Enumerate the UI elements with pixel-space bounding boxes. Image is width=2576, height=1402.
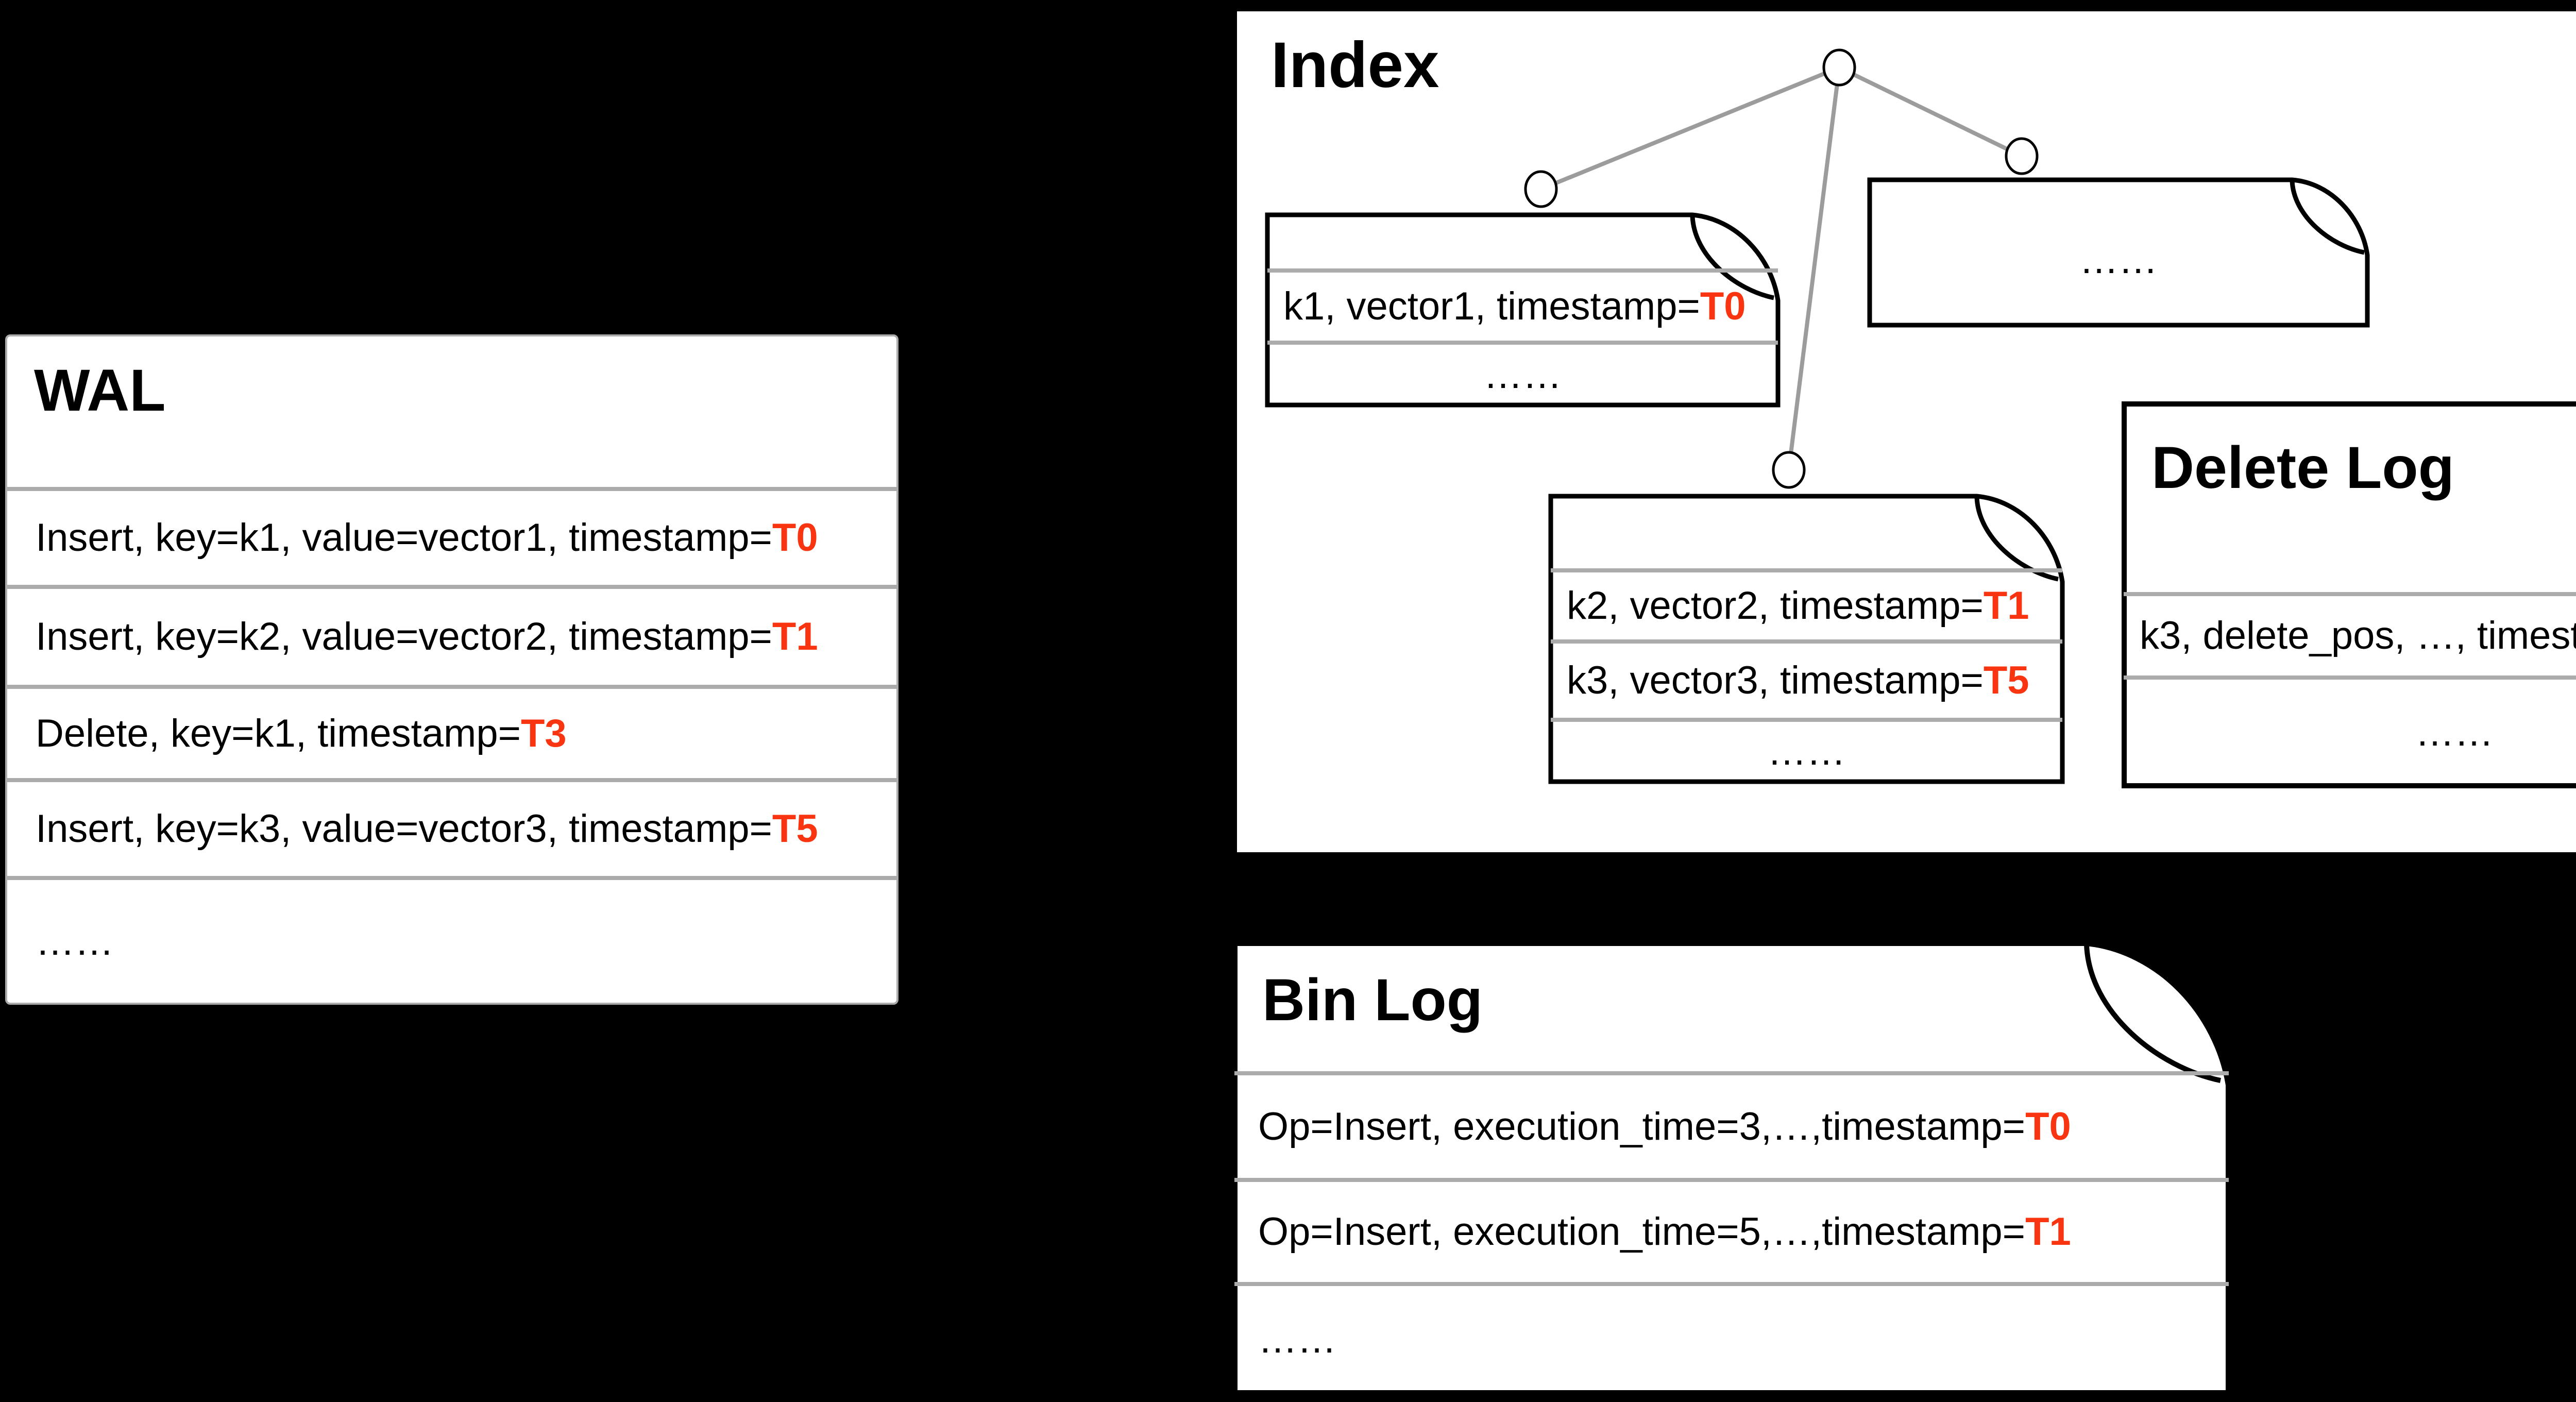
row-divider [7, 876, 896, 880]
timestamp-value: T0 [1700, 284, 1746, 328]
index-row: k1, vector1, timestamp=T0 [1265, 273, 1780, 341]
wal-row: Insert, key=k3, value=vector3, timestamp… [7, 782, 896, 876]
ellipsis-text: …… [2415, 710, 2494, 754]
log-entry-text: k2, vector2, timestamp= [1567, 584, 1984, 628]
log-entry-text: k3, vector3, timestamp= [1567, 658, 1984, 702]
row-divider [7, 585, 896, 589]
timestamp-value: T5 [772, 807, 818, 851]
timestamp-value: T1 [772, 615, 818, 658]
index-tree [1524, 48, 2039, 489]
index-row: …… [1868, 219, 2369, 301]
ellipsis-text: …… [36, 920, 114, 964]
wal-table: WAL Insert, key=k1, value=vector1, times… [5, 334, 899, 1005]
row-divider [7, 685, 896, 689]
row-divider [1234, 1282, 2229, 1286]
page-shape [1265, 212, 1781, 408]
wal-row: Insert, key=k2, value=vector2, timestamp… [7, 589, 896, 685]
ellipsis-text: …… [1258, 1317, 1336, 1361]
bin-log-doc: Bin Log Op=Insert, execution_time=3,…,ti… [1232, 941, 2231, 1395]
delete-log-title: Delete Log [2151, 435, 2454, 501]
timestamp-value: T0 [2025, 1104, 2071, 1148]
ellipsis-text: …… [2079, 238, 2158, 282]
timestamp-value: T1 [2025, 1210, 2071, 1254]
ellipsis-text: …… [1483, 352, 1562, 397]
index-row: k3, vector3, timestamp=T5 [1549, 644, 2064, 718]
row-divider [1551, 568, 2062, 572]
index-segment-doc-k1: k1, vector1, timestamp=T0 …… [1265, 212, 1781, 408]
timestamp-value: T1 [1983, 584, 2029, 628]
wal-row: Insert, key=k1, value=vector1, timestamp… [7, 491, 896, 585]
delete-log-doc: Delete Log k3, delete_pos, …, timestamp=… [2122, 401, 2576, 788]
page-fold-crease [1974, 497, 2059, 582]
index-row: k2, vector2, timestamp=T1 [1549, 572, 2064, 639]
row-divider [1551, 718, 2062, 722]
row-divider [1267, 268, 1778, 273]
row-divider [7, 487, 896, 491]
page-outline [1232, 941, 2231, 1395]
row-divider [1551, 639, 2062, 644]
row-divider [1267, 341, 1778, 345]
timestamp-value: T3 [520, 711, 567, 755]
row-divider [1234, 1178, 2229, 1182]
page-shape [1548, 494, 2065, 784]
wal-title: WAL [34, 358, 166, 424]
bin-log-row: Op=Insert, execution_time=3,…,timestamp=… [1232, 1075, 2231, 1178]
timestamp-value: T0 [772, 516, 818, 560]
log-entry-text: Op=Insert, execution_time=5,…,timestamp= [1258, 1210, 2026, 1254]
row-divider [1234, 1071, 2229, 1075]
delete-log-row: k3, delete_pos, …, timestamp=T3 [2122, 596, 2576, 675]
page-outline [1867, 177, 2370, 328]
page-fold-crease [2290, 180, 2365, 255]
delete-log-row: …… [2122, 680, 2576, 785]
page-shape [1232, 941, 2231, 1395]
index-title: Index [1271, 29, 1439, 101]
log-entry-text: k1, vector1, timestamp= [1283, 284, 1700, 328]
log-entry-text: Op=Insert, execution_time=3,…,timestamp= [1258, 1104, 2026, 1148]
row-divider [7, 778, 896, 782]
index-segment-doc-k2k3: k2, vector2, timestamp=T1 k3, vector3, t… [1548, 494, 2065, 784]
log-entry-text: k3, delete_pos, …, timestamp= [2140, 614, 2576, 657]
bin-log-row: Op=Insert, execution_time=5,…,timestamp=… [1232, 1182, 2231, 1282]
log-entry-text: Insert, key=k3, value=vector3, timestamp… [36, 807, 772, 851]
index-row: …… [1549, 722, 2064, 782]
index-segment-doc-more: …… [1867, 177, 2370, 328]
timestamp-value: T5 [1983, 658, 2029, 702]
page-shape [1867, 177, 2370, 328]
tree-root-node [1822, 48, 1856, 87]
log-entry-text: Delete, key=k1, timestamp= [36, 711, 521, 755]
bin-log-title: Bin Log [1262, 967, 1483, 1033]
tree-node-right [2005, 137, 2039, 175]
tree-node-left [1524, 170, 1558, 208]
wal-row: Delete, key=k1, timestamp=T3 [7, 689, 896, 778]
row-divider [2124, 675, 2576, 680]
bin-log-row: …… [1232, 1286, 2231, 1393]
tree-node-middle [1772, 451, 1806, 489]
wal-row: …… [7, 880, 896, 1004]
tree-edge [1838, 65, 2023, 158]
tree-edge [1787, 67, 1841, 470]
index-row: …… [1265, 345, 1780, 405]
page-outline [1548, 494, 2065, 784]
page-outline [1265, 212, 1781, 408]
tree-edge [1540, 65, 1840, 191]
log-entry-text: Insert, key=k2, value=vector2, timestamp… [36, 615, 772, 658]
row-divider [2124, 592, 2576, 596]
log-entry-text: Insert, key=k1, value=vector1, timestamp… [36, 516, 772, 560]
ellipsis-text: …… [1767, 730, 1846, 773]
